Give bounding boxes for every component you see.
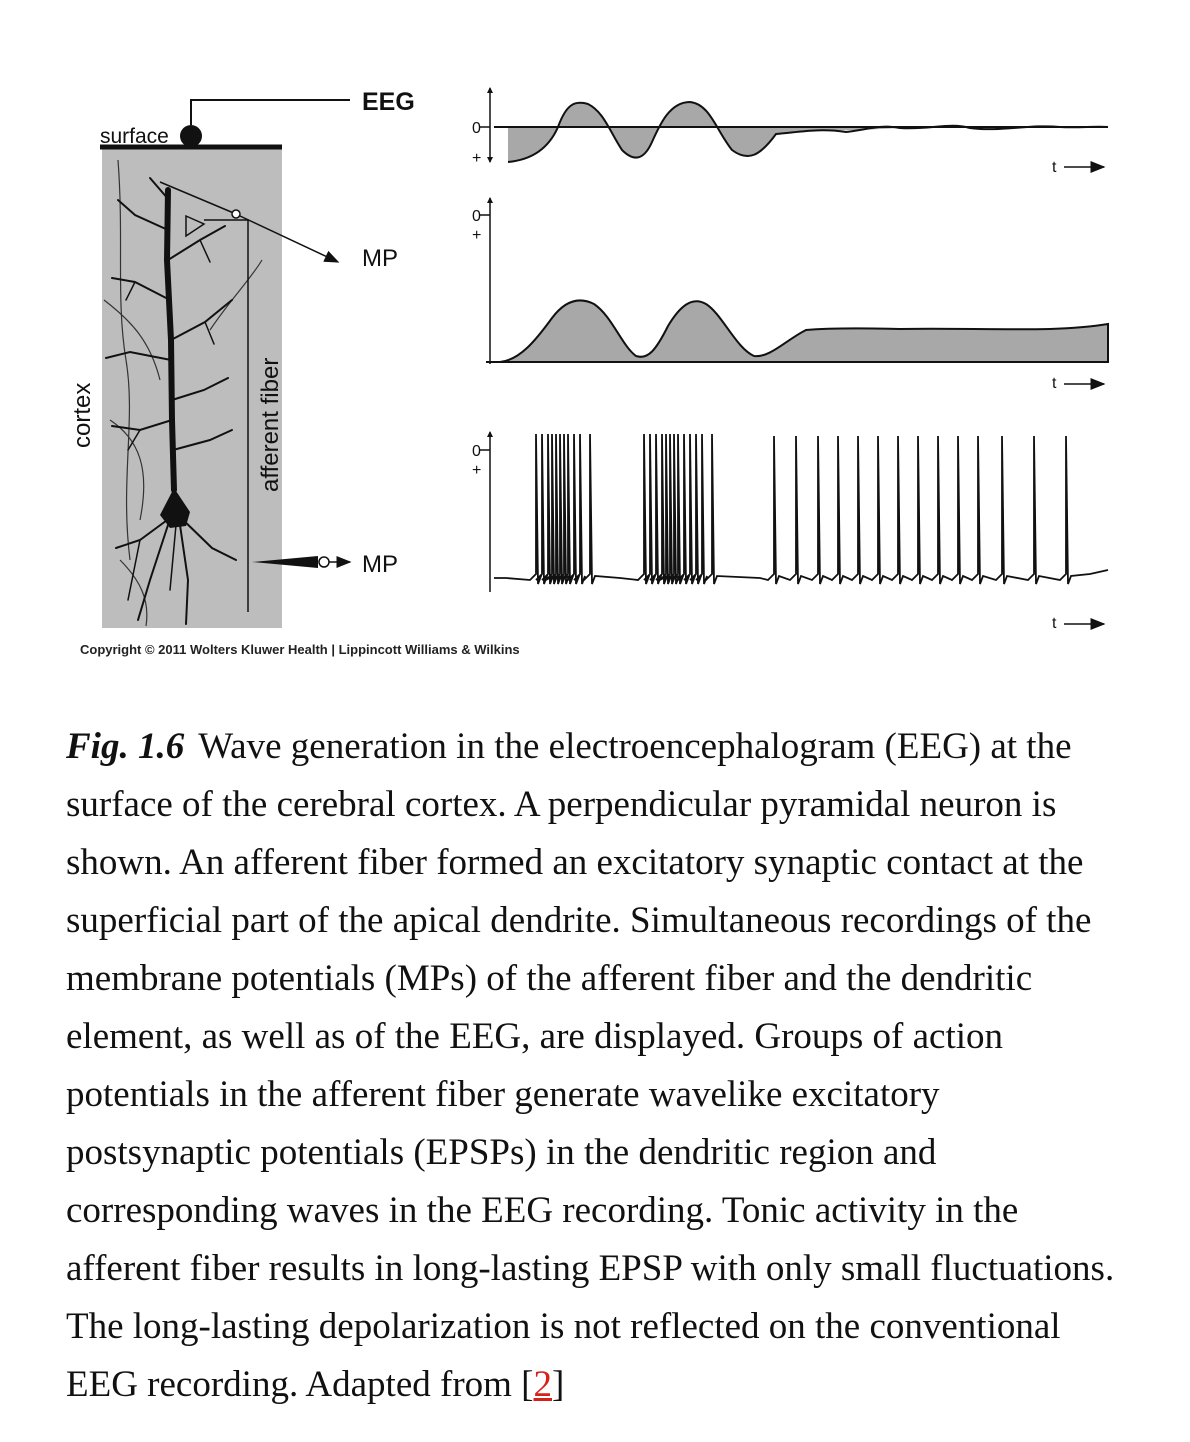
epsp-wave-area (500, 300, 1108, 362)
eeg-time-label: t (1052, 159, 1057, 176)
cortex-label: cortex (69, 383, 96, 448)
afferent-fiber-label: afferent fiber (257, 358, 284, 492)
figure: EEG surface MP MP cortex afferent fiber … (0, 0, 1190, 680)
epsp-time-label: t (1052, 375, 1057, 392)
surface-label: surface (100, 125, 169, 148)
eeg-plus-label: + (472, 150, 481, 167)
mp-top-label: MP (362, 245, 398, 272)
eeg-label: EEG (362, 88, 415, 116)
figure-label: Fig. 1.6 (66, 726, 184, 767)
eeg-zero-label: 0 (472, 120, 481, 137)
spike-trace-panel: 0 + t (472, 431, 1108, 632)
epsp-zero-label: 0 (472, 208, 481, 225)
epsp-trace-panel: 0 + t (472, 197, 1108, 392)
caption-text: Wave generation in the electroencephalog… (66, 726, 1114, 1405)
caption-suffix: ] (552, 1364, 564, 1405)
mp-bottom-label: MP (362, 551, 398, 578)
action-potential-trace (494, 434, 1108, 584)
eeg-trace-panel: 0 + t (472, 87, 1108, 176)
spike-zero-label: 0 (472, 443, 481, 460)
copyright-notice: Copyright © 2011 Wolters Kluwer Health |… (80, 642, 520, 657)
epsp-plus-label: + (472, 227, 481, 244)
reference-link[interactable]: 2 (534, 1364, 553, 1405)
cortex-diagram: EEG surface MP MP cortex afferent fiber (69, 88, 415, 628)
spike-plus-label: + (472, 462, 481, 479)
spike-time-label: t (1052, 615, 1057, 632)
electrode-icon (180, 100, 350, 147)
eeg-wave-line (508, 102, 1108, 162)
